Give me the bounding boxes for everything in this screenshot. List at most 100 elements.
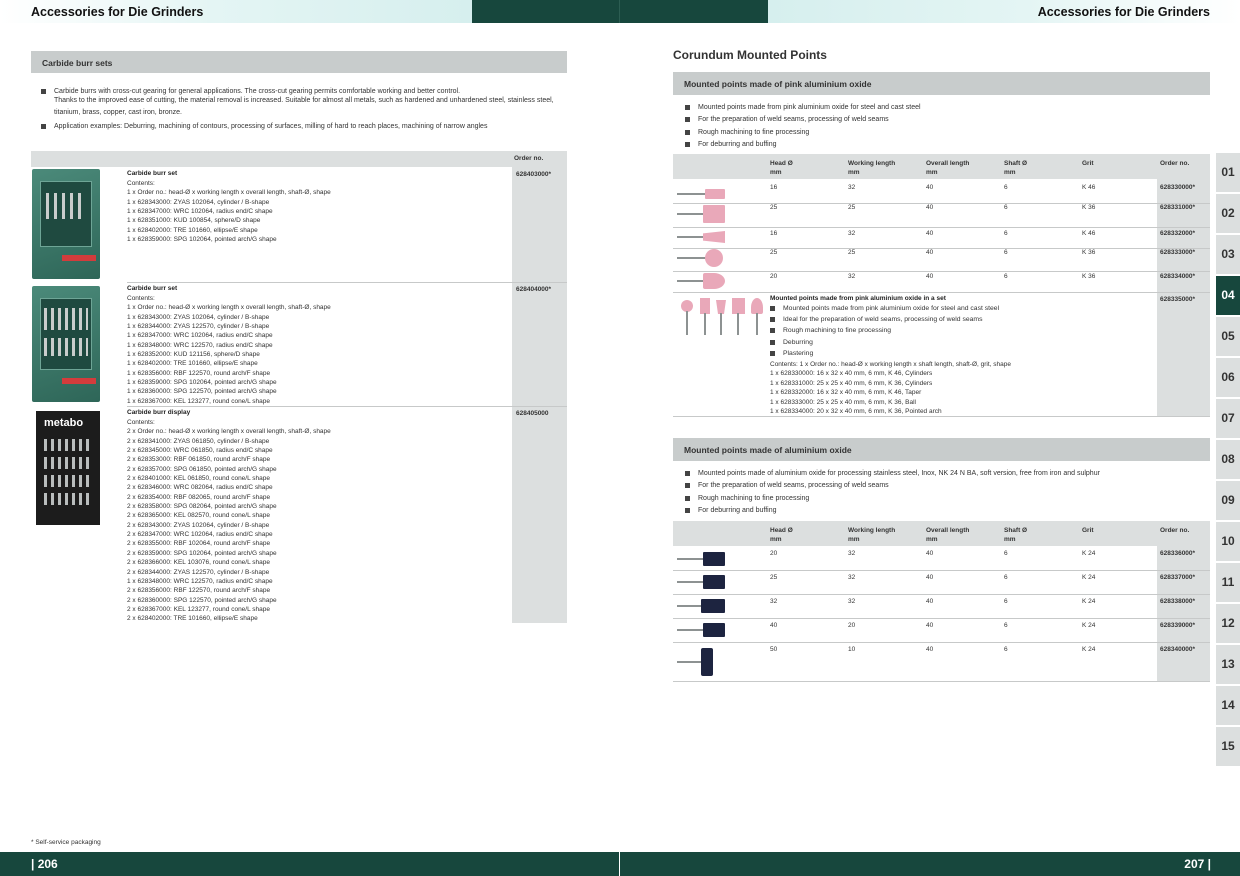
row-divider — [673, 570, 1210, 571]
cell-overall-length: 40 — [926, 550, 934, 557]
item-line: 2 x 628341000: ZYAS 061850, cylinder / B… — [127, 437, 270, 445]
item-line: 1 x 628402000: TRE 101660, ellipse/E sha… — [127, 226, 258, 234]
cell-grit: K 36 — [1082, 249, 1096, 256]
column-header-label: Grit — [1082, 527, 1094, 534]
cell-grit: K 24 — [1082, 598, 1096, 605]
chapter-tab-04[interactable]: 04 — [1216, 276, 1240, 315]
item-line: 1 x 628352000: KUD 121156, sphere/D shap… — [127, 351, 260, 359]
chapter-tab-12[interactable]: 12 — [1216, 604, 1240, 643]
cell-grit: K 24 — [1082, 646, 1096, 653]
column-header: Head Ø mm — [770, 159, 793, 177]
chapter-tab-03[interactable]: 03 — [1216, 235, 1240, 274]
chapter-tab-13[interactable]: 13 — [1216, 645, 1240, 684]
chapter-tab-15[interactable]: 15 — [1216, 727, 1240, 766]
column-header: Order no. — [1160, 526, 1189, 535]
header-center-divider — [619, 0, 620, 23]
item-title: Carbide burr display — [127, 409, 191, 416]
item-title: Carbide burr set — [127, 170, 178, 177]
pink-bullet: For the preparation of weld seams, proce… — [685, 114, 1205, 126]
cell-grit: K 24 — [1082, 622, 1096, 629]
cell-grit: K 46 — [1082, 184, 1096, 191]
page-number-left: | 206 — [31, 857, 58, 871]
cell-working-length: 32 — [848, 184, 856, 191]
table-row: 50 10 40 6 K 24 628340000* — [673, 642, 1210, 681]
cell-head-diameter: 16 — [770, 184, 778, 191]
item-line: 2 x 628401000: KEL 061850, round cone/L … — [127, 475, 270, 483]
chapter-tab-10[interactable]: 10 — [1216, 522, 1240, 561]
chapter-tab-08[interactable]: 08 — [1216, 440, 1240, 479]
chapter-tab-01[interactable]: 01 — [1216, 153, 1240, 192]
pink-set-bullet: Plastering — [770, 348, 1150, 359]
chapter-tab-06[interactable]: 06 — [1216, 358, 1240, 397]
column-header-unit: mm — [770, 536, 782, 543]
alu-order-column — [1157, 546, 1210, 681]
chapter-tab-14[interactable]: 14 — [1216, 686, 1240, 725]
pink-set-bullet: Deburring — [770, 337, 1150, 348]
pink-mounted-point-cylinder-image — [677, 205, 725, 223]
item-contents-2: Contents: 1 x Order no.: head-Ø x workin… — [127, 294, 507, 406]
item-line: 1 x 628348000: WRC 122570, radius end/C … — [127, 577, 273, 585]
item-line: 2 x 628358000: SPG 082064, pointed arch/… — [127, 503, 277, 511]
column-header-unit: mm — [1004, 169, 1016, 176]
item-line: 1 x Order no.: head-Ø x working length x… — [127, 189, 331, 197]
table-row: 25 32 40 6 K 24 628337000* — [673, 570, 1210, 594]
cell-order-number: 628338000* — [1160, 598, 1196, 605]
left-intro-bullet: Application examples: Deburring, machini… — [41, 121, 561, 133]
item-line: Contents: 1 x Order no.: head-Ø x workin… — [770, 361, 1011, 368]
item-line: 2 x 628354000: RBF 082065, round arch/F … — [127, 493, 271, 501]
table-row: 20 32 40 6 K 24 628336000* — [673, 546, 1210, 570]
alu-bullet: Rough machining to fine processing — [685, 493, 1210, 505]
row-divider — [673, 292, 1210, 293]
cell-shaft-diameter: 6 — [1004, 184, 1008, 191]
pink-mounted-point-cylinder-image — [677, 188, 725, 200]
cell-shaft-diameter: 6 — [1004, 249, 1008, 256]
row-divider — [673, 681, 1210, 682]
item-line: 1 x 628343000: ZYAS 102064, cylinder / B… — [127, 198, 270, 206]
row-divider — [673, 416, 1210, 417]
left-intro-bullet-continuation: Thanks to the improved ease of cutting, … — [54, 97, 554, 116]
chapter-tab-07[interactable]: 07 — [1216, 399, 1240, 438]
chapter-tab-02[interactable]: 02 — [1216, 194, 1240, 233]
item-line: 2 x 628347000: WRC 102064, radius end/C … — [127, 531, 273, 539]
footer-band-right — [620, 852, 1240, 876]
item-line: Contents: — [127, 295, 155, 302]
item-line: 2 x 628357000: SPG 061850, pointed arch/… — [127, 465, 277, 473]
pink-mounted-points-set-image — [676, 296, 766, 340]
item-line: 2 x 628345000: WRC 061850, radius end/C … — [127, 447, 273, 455]
cell-order-number: 628330000* — [1160, 184, 1196, 191]
cell-grit: K 24 — [1082, 574, 1096, 581]
cell-order-number: 628334000* — [1160, 273, 1196, 280]
pink-mounted-point-taper-image — [677, 230, 725, 244]
cell-working-length: 32 — [848, 598, 856, 605]
cell-head-diameter: 25 — [770, 574, 778, 581]
column-header-unit: mm — [770, 169, 782, 176]
chapter-tab-09[interactable]: 09 — [1216, 481, 1240, 520]
cell-shaft-diameter: 6 — [1004, 230, 1008, 237]
header-band-right-light — [768, 0, 1240, 23]
cell-overall-length: 40 — [926, 646, 934, 653]
column-header: Grit — [1082, 159, 1094, 168]
cell-order-number: 628332000* — [1160, 230, 1196, 237]
table-row: 32 32 40 6 K 24 628338000* — [673, 594, 1210, 618]
column-header-label: Head Ø — [770, 160, 793, 167]
column-header-label: Overall length — [926, 527, 970, 534]
cell-head-diameter: 20 — [770, 550, 778, 557]
item-line: 1 x 628332000: 16 x 32 x 40 mm, 6 mm, K … — [770, 389, 922, 397]
header-band-left-light — [0, 0, 472, 23]
cell-working-length: 25 — [848, 249, 856, 256]
row-divider — [673, 227, 1210, 228]
header-band-center-dark — [472, 0, 768, 23]
alu-bullet: For deburring and buffing — [685, 505, 1210, 517]
item-line: 2 x 628360000: SPG 122570, pointed arch/… — [127, 596, 277, 604]
row-divider — [673, 203, 1210, 204]
item-line: 1 x 628347000: WRC 102064, radius end/C … — [127, 208, 273, 216]
cell-grit: K 36 — [1082, 204, 1096, 211]
pink-order-column — [1157, 179, 1210, 416]
alu-table-header — [673, 521, 1210, 546]
chapter-tab-11[interactable]: 11 — [1216, 563, 1240, 602]
chapter-tab-05[interactable]: 05 — [1216, 317, 1240, 356]
item-line: 1 x 628402000: TRE 101660, ellipse/E sha… — [127, 360, 258, 368]
pink-set-bullets: Mounted points made from pink aluminium … — [770, 303, 1150, 359]
